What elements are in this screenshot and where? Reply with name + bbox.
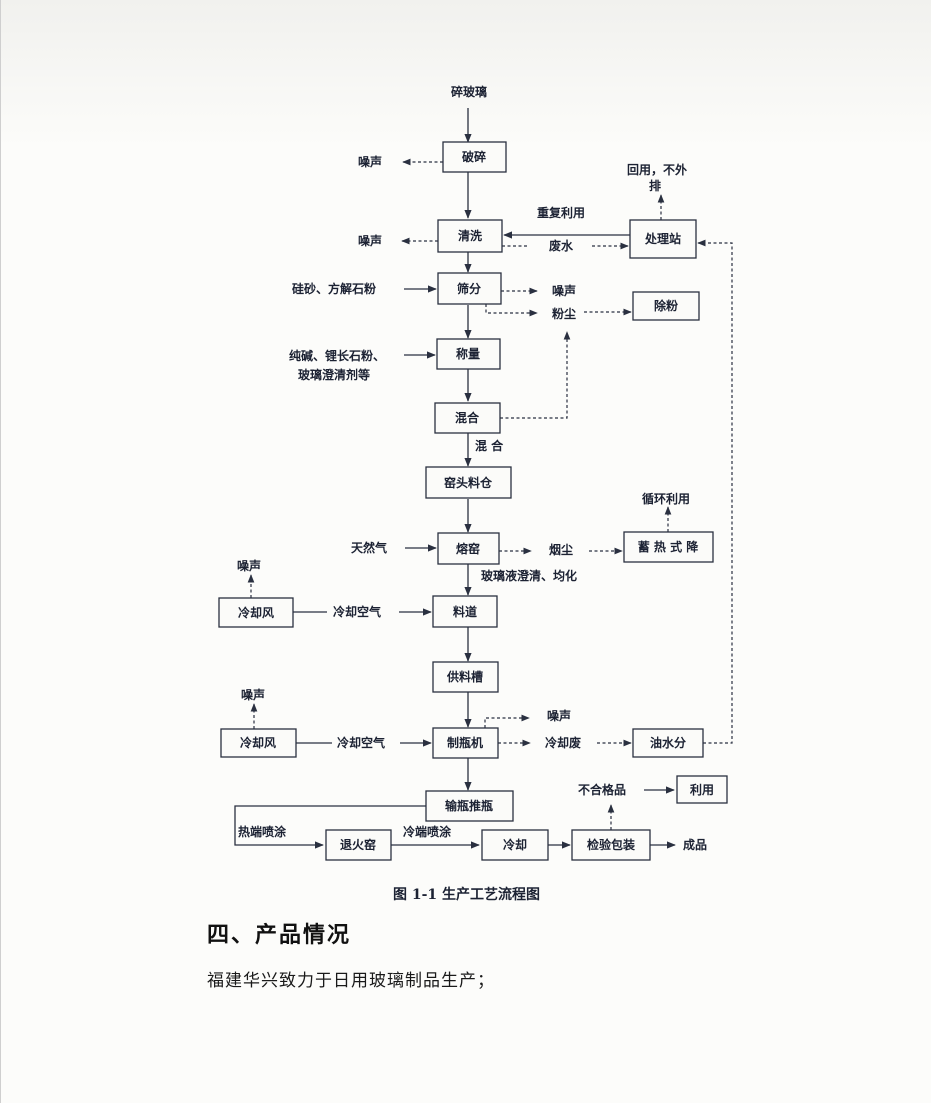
forehearth-box xyxy=(432,595,498,628)
wash-label: 清洗 xyxy=(458,228,482,243)
finished-label: 成品 xyxy=(683,837,707,852)
soda-input-label-1: 纯碱、锂长石粉、 xyxy=(289,348,385,363)
weigh-label: 称量 xyxy=(456,346,480,361)
silo-label: 窑头料仓 xyxy=(444,475,493,490)
mix-label: 混合 xyxy=(455,410,480,425)
feeder-label: 供料槽 xyxy=(446,669,483,684)
arrow-conveyor-to-anneal xyxy=(234,805,426,849)
rejects-label: 不合格品 xyxy=(578,782,626,797)
soda-input-label-2: 玻璃澄清剂等 xyxy=(298,367,370,382)
section-heading: 四、产品情况 xyxy=(207,922,352,948)
conveyor-box xyxy=(425,790,514,822)
feeder-box xyxy=(432,661,499,693)
noise-screen-label: 噪声 xyxy=(552,283,576,298)
weigh-box xyxy=(436,338,501,370)
hot-spray-label: 热端喷涂 xyxy=(238,824,287,839)
conveyor-label: 输瓶推瓶 xyxy=(445,798,493,813)
bottle-machine-label: 制瓶机 xyxy=(447,735,483,750)
figure-caption: 图 1-1 生产工艺流程图 xyxy=(392,887,541,903)
clarify-label: 玻璃液澄清、均化 xyxy=(481,568,577,583)
crush-box xyxy=(442,141,507,173)
recycle-label: 循环利用 xyxy=(642,491,690,506)
reuse-no-discharge-1: 回用，不外 xyxy=(627,162,687,177)
regenerative-box xyxy=(623,531,714,563)
smoke-dust-label: 烟尘 xyxy=(549,542,573,557)
silo-box xyxy=(425,466,512,499)
arrow-mix-dust xyxy=(500,331,571,419)
anneal-box xyxy=(325,829,392,861)
dust-removal-box xyxy=(632,291,700,321)
melt-box xyxy=(437,532,500,565)
cool-label: 冷却 xyxy=(503,837,527,852)
cool-waste-label: 冷却废 xyxy=(545,735,581,750)
arrow-oil-water-return xyxy=(697,239,733,744)
regenerative-label: 蓄 热 式 降 xyxy=(638,539,700,554)
reuse-box xyxy=(676,775,728,804)
crush-label: 破碎 xyxy=(462,149,486,164)
treatment-station-label: 处理站 xyxy=(644,231,681,246)
inspect-label: 检验包装 xyxy=(587,837,635,852)
anneal-label: 退火窑 xyxy=(340,837,376,852)
melt-label: 熔窑 xyxy=(456,541,480,556)
oil-water-label: 油水分 xyxy=(650,735,686,750)
screen-label: 筛分 xyxy=(457,281,481,296)
cooling-fan-2-label: 冷却风 xyxy=(240,735,276,750)
inspect-box xyxy=(571,829,651,861)
cool-box xyxy=(481,829,549,861)
noise-wash-label: 噪声 xyxy=(358,233,382,248)
noise-fan2-label: 噪声 xyxy=(241,687,265,702)
noise-crush-label: 噪声 xyxy=(358,154,382,169)
cooling-fan-1-box xyxy=(218,597,294,628)
noise-fan1-label: 噪声 xyxy=(237,558,261,573)
forehearth-label: 料道 xyxy=(453,604,477,619)
raw-input-label: 碎玻璃 xyxy=(451,84,487,99)
reuse-repeat-label: 重复利用 xyxy=(537,205,585,220)
waste-water-label: 废水 xyxy=(549,238,574,253)
cooling-fan-2-box xyxy=(220,728,297,758)
arrow-machine-noise xyxy=(484,714,530,728)
mixing-label: 混 合 xyxy=(475,438,504,453)
treatment-station-box xyxy=(629,219,697,259)
sand-input-label: 硅砂、方解石粉 xyxy=(292,281,376,296)
bottle-machine-box xyxy=(432,727,499,759)
cold-spray-label: 冷端喷涂 xyxy=(403,824,452,839)
wash-box xyxy=(437,219,503,253)
oil-water-box xyxy=(632,728,704,758)
reuse-no-discharge-2: 排 xyxy=(649,178,661,193)
arrow-screen-dust xyxy=(485,304,538,317)
cooling-fan-1-label: 冷却风 xyxy=(238,605,274,620)
screen-box xyxy=(437,272,502,305)
cool-air-2-label: 冷却空气 xyxy=(337,735,385,750)
dust-label: 粉尘 xyxy=(552,306,576,321)
noise-machine-label: 噪声 xyxy=(547,708,571,723)
dust-removal-label: 除粉 xyxy=(654,298,678,313)
reuse-label: 利用 xyxy=(690,782,714,797)
cool-air-1-label: 冷却空气 xyxy=(333,604,381,619)
scan-shade xyxy=(1,0,931,150)
body-paragraph: 福建华兴致力于日用玻璃制品生产； xyxy=(207,971,495,991)
natural-gas-label: 天然气 xyxy=(351,540,387,555)
